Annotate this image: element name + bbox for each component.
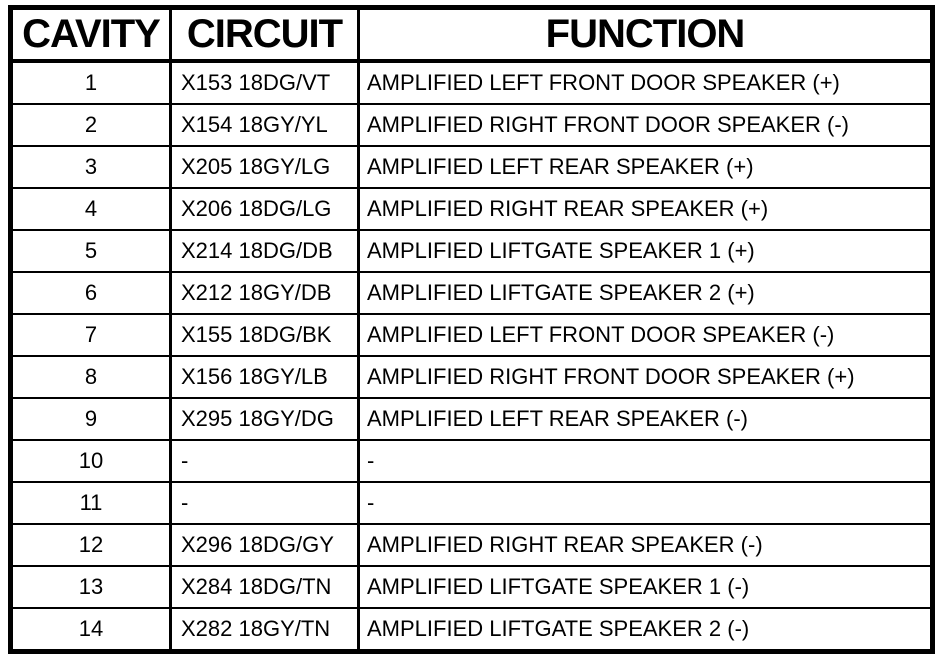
function-cell: AMPLIFIED LEFT REAR SPEAKER (+) bbox=[357, 145, 934, 189]
table-header-row: CAVITY CIRCUIT FUNCTION bbox=[9, 6, 934, 63]
function-cell: - bbox=[357, 439, 934, 483]
cavity-cell: 11 bbox=[9, 481, 172, 525]
function-cell: AMPLIFIED RIGHT FRONT DOOR SPEAKER (-) bbox=[357, 103, 934, 147]
cavity-cell: 2 bbox=[9, 103, 172, 147]
function-cell: AMPLIFIED LEFT FRONT DOOR SPEAKER (+) bbox=[357, 60, 934, 105]
circuit-cell: X212 18GY/DB bbox=[169, 271, 360, 315]
circuit-cell: X155 18DG/BK bbox=[169, 313, 360, 357]
column-header-cavity: CAVITY bbox=[9, 6, 172, 63]
cavity-cell: 10 bbox=[9, 439, 172, 483]
function-cell: AMPLIFIED RIGHT REAR SPEAKER (-) bbox=[357, 523, 934, 567]
column-header-function: FUNCTION bbox=[357, 6, 934, 63]
table-row: 11-- bbox=[9, 481, 934, 525]
circuit-cell: X284 18DG/TN bbox=[169, 565, 360, 609]
cavity-cell: 4 bbox=[9, 187, 172, 231]
cavity-cell: 12 bbox=[9, 523, 172, 567]
function-cell: AMPLIFIED LIFTGATE SPEAKER 1 (+) bbox=[357, 229, 934, 273]
cavity-cell: 13 bbox=[9, 565, 172, 609]
function-cell: AMPLIFIED RIGHT FRONT DOOR SPEAKER (+) bbox=[357, 355, 934, 399]
cavity-cell: 9 bbox=[9, 397, 172, 441]
circuit-cell: X154 18GY/YL bbox=[169, 103, 360, 147]
circuit-cell: X206 18DG/LG bbox=[169, 187, 360, 231]
function-cell: AMPLIFIED LIFTGATE SPEAKER 2 (-) bbox=[357, 607, 934, 653]
function-cell: AMPLIFIED LEFT REAR SPEAKER (-) bbox=[357, 397, 934, 441]
circuit-cell: X214 18DG/DB bbox=[169, 229, 360, 273]
cavity-cell: 3 bbox=[9, 145, 172, 189]
function-cell: - bbox=[357, 481, 934, 525]
cavity-cell: 8 bbox=[9, 355, 172, 399]
function-cell: AMPLIFIED RIGHT REAR SPEAKER (+) bbox=[357, 187, 934, 231]
circuit-cell: X296 18DG/GY bbox=[169, 523, 360, 567]
circuit-cell: X282 18GY/TN bbox=[169, 607, 360, 653]
cavity-cell: 7 bbox=[9, 313, 172, 357]
circuit-cell: - bbox=[169, 481, 360, 525]
function-cell: AMPLIFIED LIFTGATE SPEAKER 2 (+) bbox=[357, 271, 934, 315]
circuit-cell: X153 18DG/VT bbox=[169, 60, 360, 105]
circuit-cell: X295 18GY/DG bbox=[169, 397, 360, 441]
cavity-cell: 5 bbox=[9, 229, 172, 273]
column-header-circuit: CIRCUIT bbox=[169, 6, 360, 63]
circuit-cell: X205 18GY/LG bbox=[169, 145, 360, 189]
cavity-cell: 6 bbox=[9, 271, 172, 315]
function-cell: AMPLIFIED LIFTGATE SPEAKER 1 (-) bbox=[357, 565, 934, 609]
circuit-cell: X156 18GY/LB bbox=[169, 355, 360, 399]
cavity-cell: 1 bbox=[9, 60, 172, 105]
table-row: 10-- bbox=[9, 439, 934, 483]
cavity-cell: 14 bbox=[9, 607, 172, 653]
function-cell: AMPLIFIED LEFT FRONT DOOR SPEAKER (-) bbox=[357, 313, 934, 357]
circuit-cell: - bbox=[169, 439, 360, 483]
